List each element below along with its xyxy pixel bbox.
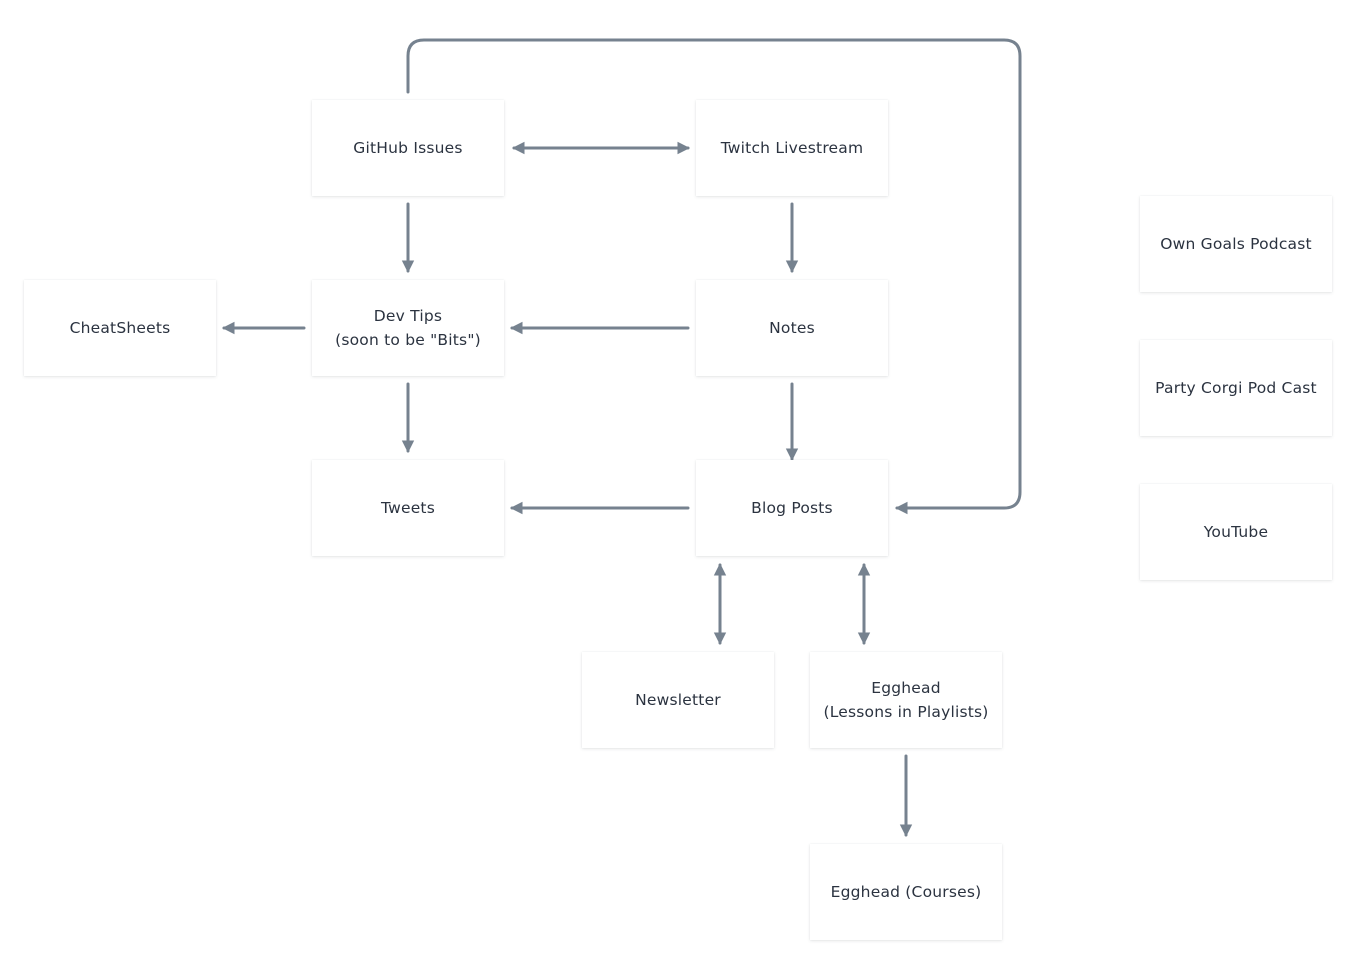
- node-label: Egghead (Lessons in Playlists): [823, 679, 989, 721]
- node-party-corgi-podcast[interactable]: Party Corgi Pod Cast: [1140, 340, 1332, 436]
- node-label: Dev Tips (soon to be "Bits"): [335, 307, 481, 349]
- node-label: Blog Posts: [751, 499, 833, 517]
- node-tweets[interactable]: Tweets: [312, 460, 504, 556]
- node-github-issues[interactable]: GitHub Issues: [312, 100, 504, 196]
- node-twitch-livestream[interactable]: Twitch Livestream: [696, 100, 888, 196]
- node-blog-posts[interactable]: Blog Posts: [696, 460, 888, 556]
- node-label: Tweets: [380, 499, 435, 517]
- node-label: Egghead (Courses): [830, 883, 982, 901]
- node-egghead-lessons[interactable]: Egghead (Lessons in Playlists): [810, 652, 1002, 748]
- node-label: CheatSheets: [69, 319, 171, 337]
- node-egghead-courses[interactable]: Egghead (Courses): [810, 844, 1002, 940]
- node-label: Party Corgi Pod Cast: [1155, 379, 1317, 397]
- node-label: YouTube: [1203, 523, 1269, 541]
- node-own-goals-podcast[interactable]: Own Goals Podcast: [1140, 196, 1332, 292]
- node-label: Own Goals Podcast: [1160, 235, 1312, 253]
- node-label: Newsletter: [635, 691, 721, 709]
- node-newsletter[interactable]: Newsletter: [582, 652, 774, 748]
- node-cheatsheets[interactable]: CheatSheets: [24, 280, 216, 376]
- node-label: Notes: [769, 319, 815, 337]
- node-label: Twitch Livestream: [720, 139, 864, 157]
- node-notes[interactable]: Notes: [696, 280, 888, 376]
- node-label: GitHub Issues: [353, 139, 463, 157]
- edge-github-issues-blog-posts: [406, 38, 1022, 515]
- node-dev-tips[interactable]: Dev Tips (soon to be "Bits"): [312, 280, 504, 376]
- node-youtube[interactable]: YouTube: [1140, 484, 1332, 580]
